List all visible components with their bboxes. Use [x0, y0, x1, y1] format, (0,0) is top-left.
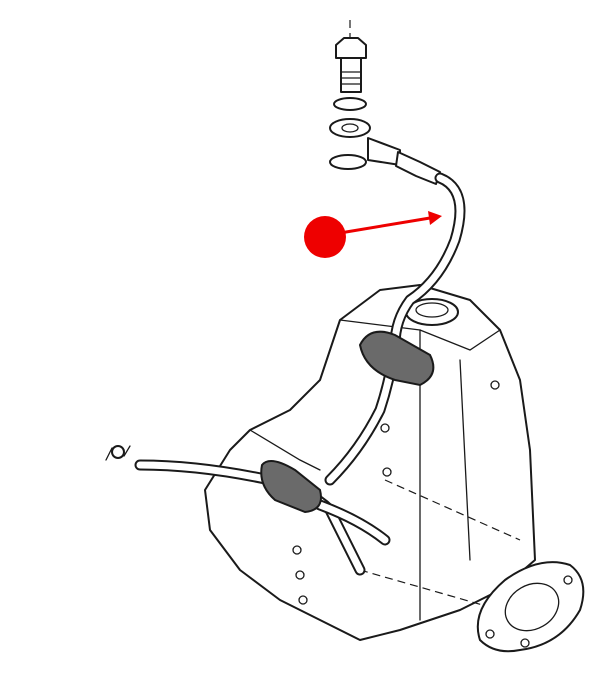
- guide-line: [384, 479, 521, 541]
- guide-line: [359, 569, 501, 611]
- hose-clip: [105, 445, 131, 461]
- marker-arrow: [339, 216, 431, 235]
- callout-marker: [304, 211, 442, 258]
- marker-dot: [304, 216, 346, 258]
- grommet-lower: [260, 460, 322, 514]
- arrow-head-icon: [428, 211, 442, 225]
- flange-gasket: [476, 561, 585, 653]
- fuel-tank: [204, 284, 536, 641]
- grommet-upper: [358, 330, 435, 387]
- banjo-bolt-assembly: [329, 37, 441, 185]
